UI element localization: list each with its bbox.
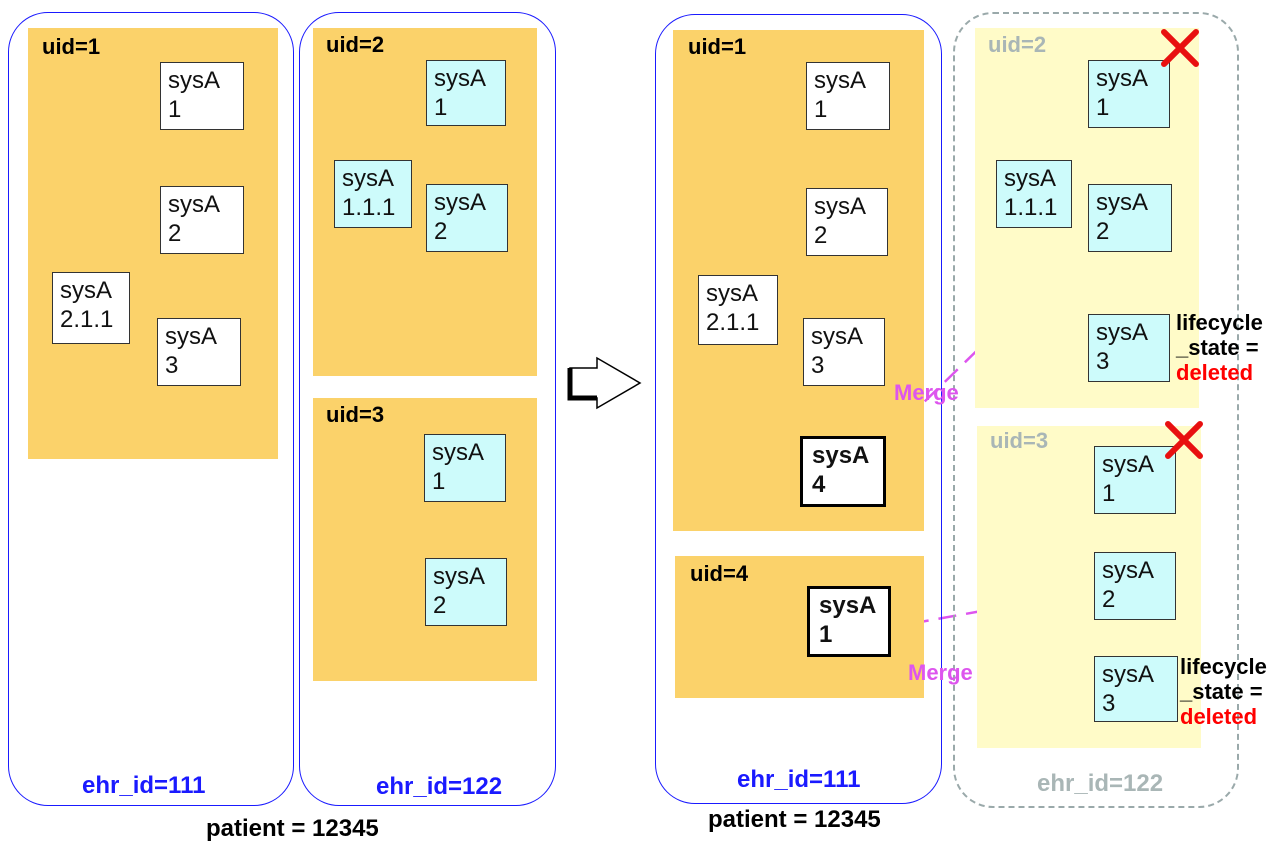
uid-label: uid=1 [688, 34, 747, 59]
lifecycle-state-label: lifecycle_state =deleted [1176, 310, 1263, 385]
ehr-container-111-before [8, 12, 294, 806]
uid-label: uid=1 [42, 34, 101, 59]
lifecycle-state-label: lifecycle_state =deleted [1180, 654, 1267, 729]
merge-label: Merge [894, 380, 959, 405]
uid-label: uid=2 [988, 32, 1047, 57]
uid-label: uid=3 [990, 428, 1049, 453]
uid-label: uid=2 [326, 32, 385, 57]
ehr-container-111-after [655, 14, 942, 804]
right-arrow-icon [567, 356, 642, 410]
merge-label: Merge [908, 660, 973, 685]
ehr-container-122-deleted [953, 12, 1239, 808]
patient-label: patient = 12345 [708, 806, 881, 833]
patient-label: patient = 12345 [206, 815, 379, 842]
ehr-id-label: ehr_id=122 [376, 773, 503, 800]
uid-label: uid=3 [326, 402, 385, 427]
ehr-id-label: ehr_id=111 [737, 766, 861, 793]
ehr-id-label: ehr_id=122 [1037, 770, 1164, 797]
red-x-icon [1161, 29, 1199, 67]
red-x-icon [1165, 421, 1203, 459]
ehr-container-122-before [299, 12, 556, 806]
uid-label: uid=4 [690, 561, 749, 586]
ehr-id-label: ehr_id=111 [82, 772, 206, 799]
